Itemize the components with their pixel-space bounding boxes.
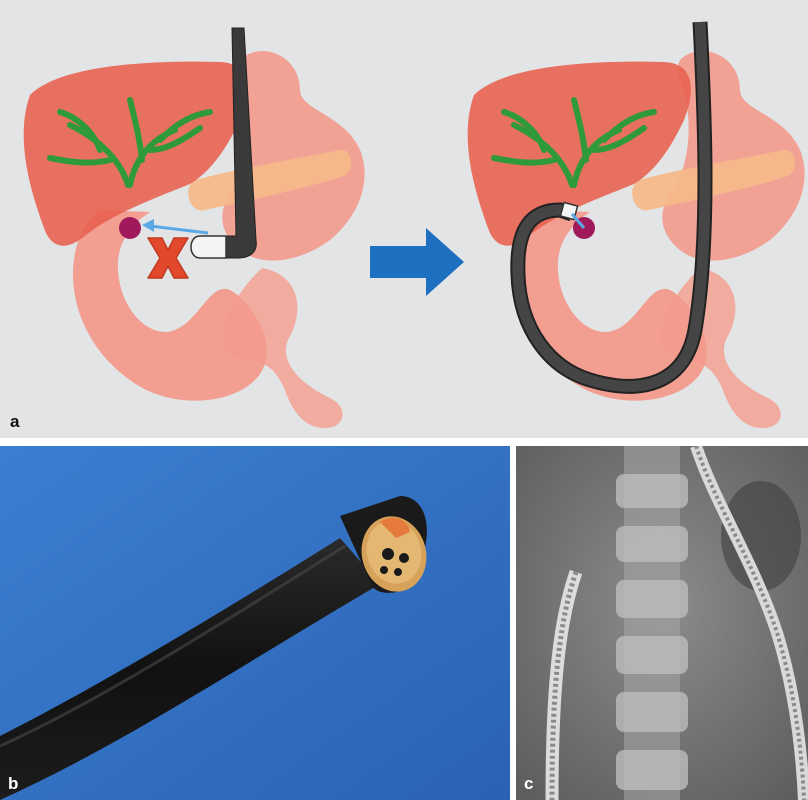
panel-b-endoscope-photo: b: [0, 446, 510, 800]
panel-label-a: a: [10, 413, 19, 430]
schematic-svg: [0, 0, 808, 438]
endoscope-photo-svg: [0, 446, 510, 800]
panel-c-fluoroscopy: c: [516, 446, 808, 800]
panel-label-c: c: [524, 775, 533, 792]
access-arrow-left: [142, 219, 208, 233]
left-diagram: [24, 28, 365, 428]
endoscope-tip-left: [191, 236, 226, 258]
panel-a-schematic: a: [0, 0, 808, 438]
target-lesion-left: [119, 217, 141, 239]
right-diagram: [468, 22, 805, 428]
cross-icon: [148, 238, 188, 278]
fluoroscopy-svg: [516, 446, 808, 800]
panel-label-b: b: [8, 775, 18, 792]
arrow-right-icon: [370, 228, 464, 296]
spine: [616, 446, 688, 800]
